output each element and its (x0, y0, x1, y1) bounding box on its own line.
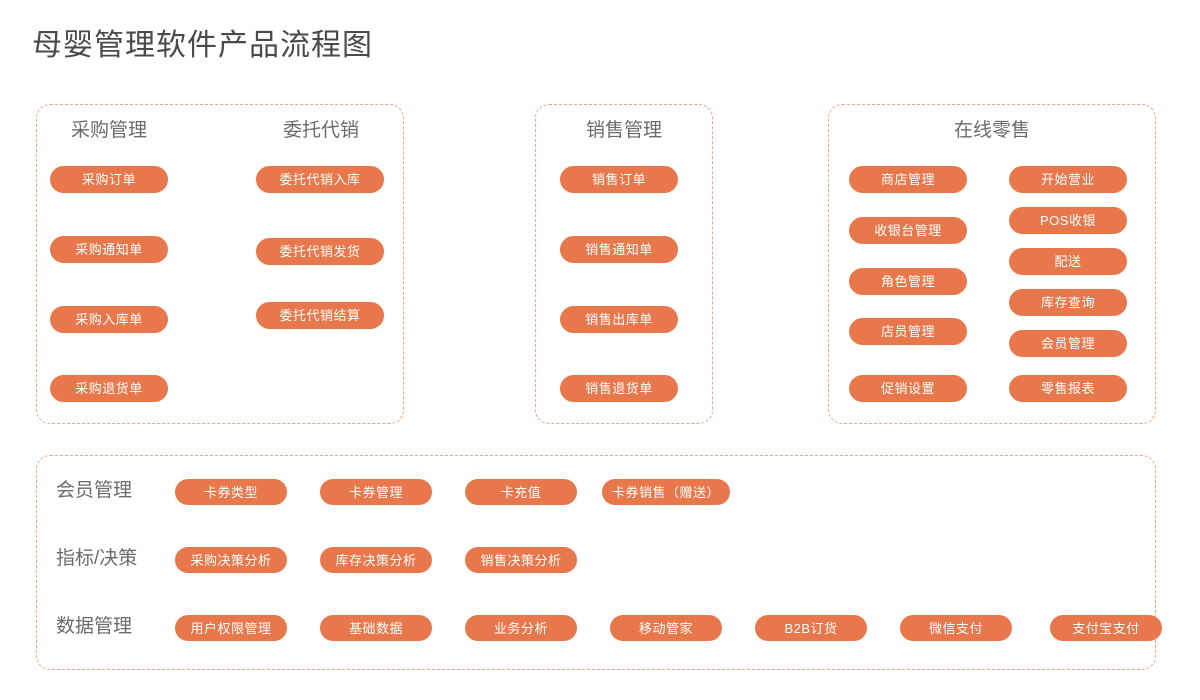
column-header-consignment: 委托代销 (282, 120, 359, 141)
pill-mobile-steward[interactable]: 移动管家 (610, 615, 722, 641)
pill-card-management[interactable]: 卡券管理 (320, 479, 432, 505)
panel-sales (535, 104, 713, 424)
row-label-member-management: 会员管理 (56, 480, 133, 501)
column-header-procurement: 采购管理 (70, 120, 147, 141)
pill-card-sales-gift[interactable]: 卡券销售（赠送） (602, 479, 730, 505)
pill-purchase-notice[interactable]: 采购通知单 (50, 236, 168, 263)
pill-purchase-order[interactable]: 采购订单 (50, 166, 168, 193)
pill-purchase-return[interactable]: 采购退货单 (50, 375, 168, 402)
pill-inventory-decision-analysis[interactable]: 库存决策分析 (320, 547, 432, 573)
pill-promotion-settings[interactable]: 促销设置 (849, 375, 967, 402)
pill-delivery[interactable]: 配送 (1009, 248, 1127, 275)
panel-header-online-retail: 在线零售 (953, 120, 1030, 141)
pill-card-type[interactable]: 卡券类型 (175, 479, 287, 505)
pill-basic-data[interactable]: 基础数据 (320, 615, 432, 641)
pill-retail-report[interactable]: 零售报表 (1009, 375, 1127, 402)
pill-inventory-query[interactable]: 库存查询 (1009, 289, 1127, 316)
pill-purchase-inbound[interactable]: 采购入库单 (50, 306, 168, 333)
pill-store-management[interactable]: 商店管理 (849, 166, 967, 193)
pill-sales-outbound[interactable]: 销售出库单 (560, 306, 678, 333)
pill-start-business[interactable]: 开始营业 (1009, 166, 1127, 193)
pill-sales-return[interactable]: 销售退货单 (560, 375, 678, 402)
pill-sales-decision-analysis[interactable]: 销售决策分析 (465, 547, 577, 573)
pill-pos-checkout[interactable]: POS收银 (1009, 207, 1127, 234)
row-label-data-management: 数据管理 (56, 616, 133, 637)
pill-card-recharge[interactable]: 卡充值 (465, 479, 577, 505)
row-label-metrics-decision: 指标/决策 (56, 548, 138, 569)
pill-role-management[interactable]: 角色管理 (849, 268, 967, 295)
pill-user-permission-management[interactable]: 用户权限管理 (175, 615, 287, 641)
page-title: 母婴管理软件产品流程图 (32, 29, 373, 62)
pill-consignment-shipment[interactable]: 委托代销发货 (256, 238, 384, 265)
pill-wechat-pay[interactable]: 微信支付 (900, 615, 1012, 641)
pill-cashier-desk-management[interactable]: 收银台管理 (849, 217, 967, 244)
pill-sales-notice[interactable]: 销售通知单 (560, 236, 678, 263)
pill-clerk-management[interactable]: 店员管理 (849, 318, 967, 345)
pill-business-analysis[interactable]: 业务分析 (465, 615, 577, 641)
pill-b2b-ordering[interactable]: B2B订货 (755, 615, 867, 641)
pill-purchase-decision-analysis[interactable]: 采购决策分析 (175, 547, 287, 573)
pill-consignment-inbound[interactable]: 委托代销入库 (256, 166, 384, 193)
column-header-sales: 销售管理 (585, 120, 662, 141)
pill-sales-order[interactable]: 销售订单 (560, 166, 678, 193)
pill-member-management-retail[interactable]: 会员管理 (1009, 330, 1127, 357)
pill-consignment-settlement[interactable]: 委托代销结算 (256, 302, 384, 329)
pill-alipay-pay[interactable]: 支付宝支付 (1050, 615, 1162, 641)
